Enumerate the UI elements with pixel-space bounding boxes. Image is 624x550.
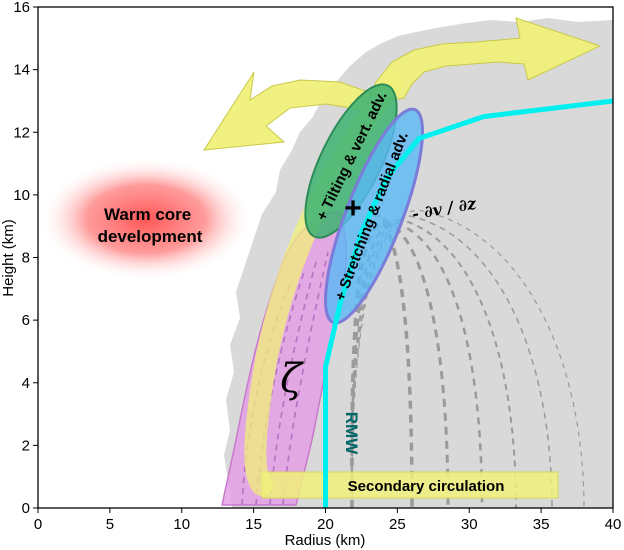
y-tick-label: 8 (22, 250, 30, 267)
warm-core-blob (38, 157, 254, 281)
y-tick-label: 6 (22, 312, 30, 329)
x-tick-label: 15 (245, 516, 262, 533)
x-tick-label: 0 (34, 516, 42, 533)
outflow-arrow (203, 17, 602, 151)
dashed-arc (351, 215, 553, 508)
y-tick-label: 16 (13, 0, 30, 16)
warm-core-label: Warm core development (98, 205, 203, 246)
rmw-label: RMW (342, 412, 361, 455)
y-tick-label: 12 (13, 124, 30, 141)
y-tick-label: 10 (13, 187, 30, 204)
secondary-circulation-band (261, 471, 559, 499)
y-tick-label: 4 (22, 375, 30, 392)
x-tick-label: 25 (389, 516, 406, 533)
y-tick-label: 2 (22, 437, 30, 454)
y-tick-label: 0 (22, 500, 30, 517)
zeta-label: ζ (280, 356, 304, 402)
x-axis-ticks: 0 5 10 15 20 25 30 35 40 (34, 508, 622, 533)
y-axis-label: Height (km) (0, 219, 17, 297)
secondary-circulation-label: Secondary circulation (348, 478, 505, 495)
dashed-arc (351, 209, 585, 508)
x-tick-label: 20 (317, 516, 334, 533)
y-tick-label: 14 (13, 62, 30, 79)
y-axis-ticks: 0 2 4 6 8 10 12 14 16 (13, 0, 38, 517)
plus-marker: + (344, 192, 362, 225)
x-tick-label: 10 (173, 516, 190, 533)
rmw-line (323, 98, 613, 508)
x-axis-label: Radius (km) (285, 532, 366, 549)
x-tick-label: 40 (605, 516, 622, 533)
x-tick-label: 35 (533, 516, 550, 533)
x-tick-label: 5 (106, 516, 114, 533)
x-tick-label: 30 (461, 516, 478, 533)
